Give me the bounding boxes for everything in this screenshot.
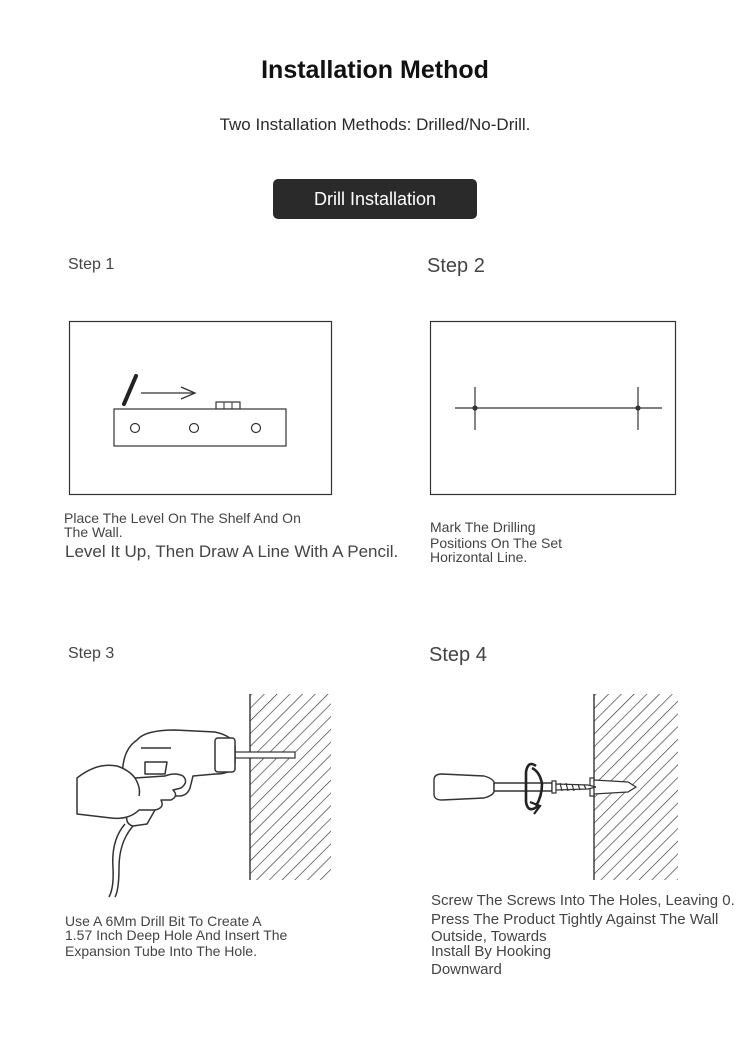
caption-line: Downward <box>431 961 502 978</box>
caption-line: Outside, Towards <box>431 928 547 945</box>
step-4-label: Step 4 <box>429 644 487 666</box>
caption-line: Install By Hooking <box>431 943 552 960</box>
caption-line: Positions On The Set <box>430 535 563 551</box>
step-3-illustration <box>76 694 331 898</box>
caption-line: The Wall. <box>64 524 123 540</box>
step-2-label: Step 2 <box>427 255 485 277</box>
shelf-icon <box>113 408 287 447</box>
caption-line: Screw The Screws Into The Holes, Leaving… <box>431 892 735 909</box>
step-1-label: Step 1 <box>68 256 115 273</box>
screw-icon <box>551 780 597 794</box>
caption-line: Press The Product Tightly Against The Wa… <box>431 911 719 928</box>
caption-line: Mark The Drilling <box>430 519 536 535</box>
screwdriver-icon <box>433 773 553 801</box>
caption-line: Place The Level On The Shelf And On <box>64 510 301 526</box>
hand-icon <box>76 764 187 820</box>
level-icon <box>215 401 241 410</box>
step-3-caption: Use A 6Mm Drill Bit To Create A 1.57 Inc… <box>65 914 287 958</box>
caption-line: Horizontal Line. <box>430 549 528 565</box>
step-4-caption: Screw The Screws Into The Holes, Leaving… <box>431 892 749 980</box>
page-subtitle: Two Installation Methods: Drilled/No-Dri… <box>219 115 531 134</box>
step-1-illustration <box>68 320 333 496</box>
step-3-label: Step 3 <box>68 645 115 662</box>
rotate-icon <box>524 762 539 811</box>
drill-mark-left <box>472 405 478 411</box>
drill-installation-badge: Drill Installation <box>273 179 477 219</box>
step-1-caption: Place The Level On The Shelf And On The … <box>64 511 301 539</box>
step-2-caption: Mark The Drilling Positions On The Set H… <box>430 520 562 564</box>
caption-line: 1.57 Inch Deep Hole And Insert The <box>65 927 288 943</box>
step-2-illustration <box>429 320 677 496</box>
pencil-icon <box>122 374 138 406</box>
caption-line: Expansion Tube Into The Hole. <box>65 943 257 959</box>
page-title: Installation Method <box>261 56 489 84</box>
step-4-illustration <box>433 694 678 880</box>
caption-line: Use A 6Mm Drill Bit To Create A <box>65 913 262 929</box>
step-1-caption-large: Level It Up, Then Draw A Line With A Pen… <box>65 542 399 561</box>
drill-mark-right <box>635 405 641 411</box>
wall-icon <box>250 694 331 880</box>
